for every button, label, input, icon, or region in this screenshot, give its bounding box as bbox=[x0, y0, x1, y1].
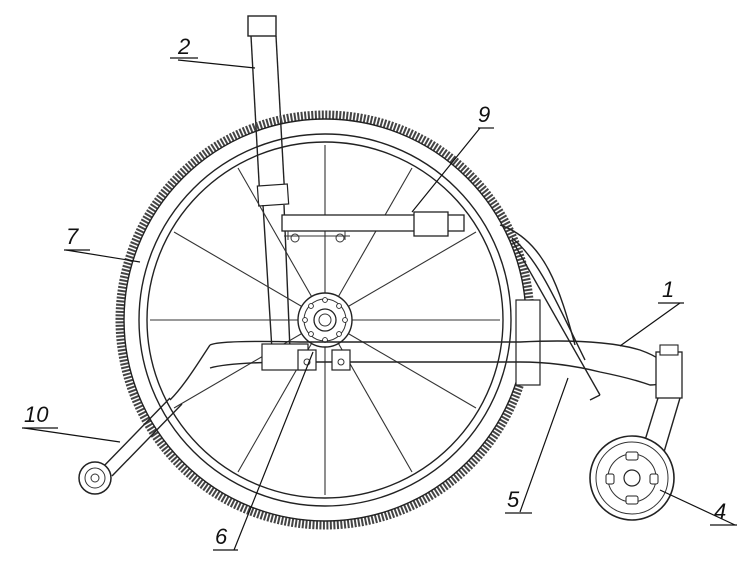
callout-2: 2 bbox=[177, 34, 190, 59]
callout-7: 7 bbox=[66, 224, 79, 249]
callout-5: 5 bbox=[507, 487, 520, 512]
callout-6: 6 bbox=[215, 524, 228, 549]
push-handle-tube bbox=[247, 15, 291, 351]
anti-tip-assembly bbox=[78, 397, 183, 495]
wheel-hub bbox=[297, 292, 353, 348]
backrest-crossbar bbox=[281, 211, 465, 243]
callout-1: 1 bbox=[662, 277, 674, 302]
wheel-spokes bbox=[150, 145, 500, 495]
main-frame bbox=[169, 224, 669, 401]
callout-4: 4 bbox=[714, 499, 726, 524]
callout-10: 10 bbox=[24, 402, 49, 427]
callout-leaders bbox=[22, 57, 737, 551]
caster-assembly bbox=[589, 344, 683, 521]
callout-9: 9 bbox=[478, 102, 490, 127]
axle-bracket bbox=[297, 349, 351, 371]
rear-wheel bbox=[115, 110, 535, 530]
